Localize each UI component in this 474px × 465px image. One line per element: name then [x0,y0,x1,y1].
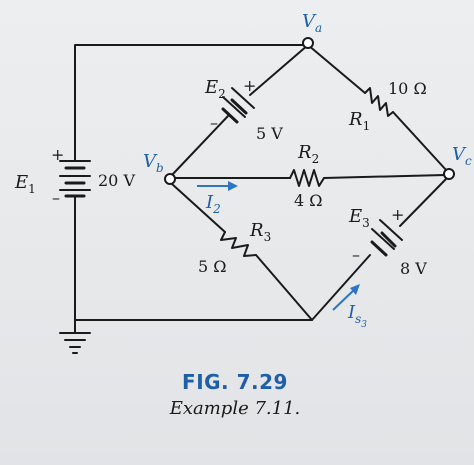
node-vb [164,173,176,185]
wire-va-r1 [307,44,366,94]
ground-icon [59,332,91,354]
wire-vb-r3 [171,183,226,233]
label-is3: Is3 [347,302,367,330]
label-e2: E2 [204,77,226,101]
label-e3: E3 [348,206,370,230]
label-e2-value: 5 V [256,124,283,143]
e1-plus-sign: + [51,145,64,164]
e3-minus-sign: – [352,245,360,264]
resistor-r2-icon [289,169,325,187]
battery-e3-icon [370,219,403,257]
wire-r3-junction [255,254,313,321]
label-e1: E1 [14,172,36,196]
battery-e1-icon [59,160,91,198]
wire-top [74,44,309,161]
e2-plus-sign: + [243,76,256,95]
wire-r1-vc [392,111,448,172]
node-vc [443,168,455,180]
label-r3-value: 5 Ω [198,257,227,276]
wire-e3-junction [311,254,371,321]
label-i2: I2 [205,192,221,216]
node-va [302,37,314,49]
label-r3: R3 [249,220,271,244]
e1-minus-sign: – [52,188,60,207]
wire-va-e2 [249,44,309,96]
wire-r2-vc [323,174,446,179]
resistor-r3-icon [220,231,257,257]
battery-e2-icon [221,87,255,124]
current-is3-arrow-icon [332,284,360,311]
label-vb: Vb [143,151,164,175]
label-r2-value: 4 Ω [294,191,323,210]
label-va: Va [302,11,322,35]
wire-vc-e3 [399,177,448,227]
label-vc: Vc [452,144,472,168]
figure-subtitle: Example 7.11. [169,398,301,419]
e2-minus-sign: – [210,113,218,132]
resistor-r1-icon [364,87,394,117]
label-r2: R2 [297,142,319,166]
figure-title: FIG. 7.29 [182,370,288,394]
label-e1-value: 20 V [98,171,135,190]
current-i2-arrow-icon [197,181,238,191]
e3-plus-sign: + [391,205,404,224]
label-r1: R1 [348,109,370,133]
wire-e2-vb [171,115,229,176]
label-e3-value: 8 V [400,259,427,278]
label-r1-value: 10 Ω [388,79,427,98]
